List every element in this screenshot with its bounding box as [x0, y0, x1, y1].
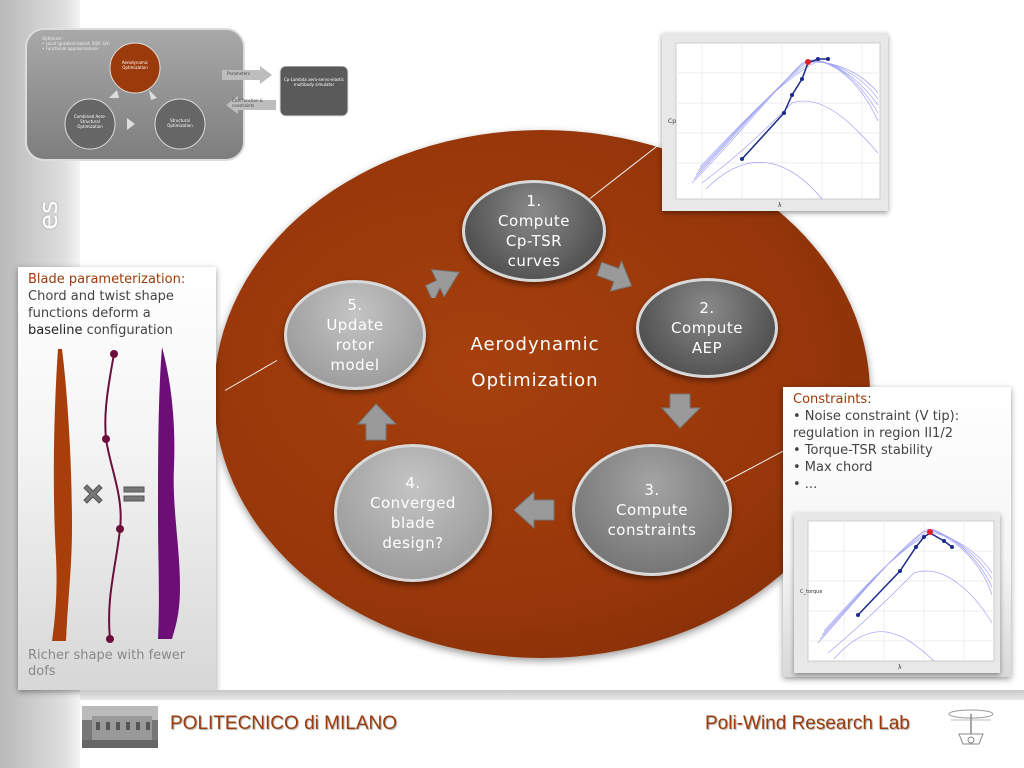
arrow-2-to-3-icon [660, 393, 702, 429]
constraint-item-2: regulation in region II1/2 [793, 426, 953, 441]
mini-node-struct: Structural Optimization [167, 118, 193, 128]
blade-param-line3: configuration [82, 323, 173, 338]
blade-param-colon: : [180, 272, 186, 287]
mini-diagram: Optimizer: • Local (gradient-based: SQP,… [25, 28, 247, 162]
side-title: es [34, 200, 64, 230]
cp-tsr-plot: Cp λ [662, 33, 888, 211]
mini-header-2: • Local (gradient-based: SQP, GA) [42, 41, 110, 46]
arrow-5-to-1-icon [425, 269, 461, 298]
blade-param-text: Blade parameterization: Chord and twist … [28, 271, 213, 339]
step-1-line1: Compute [498, 212, 570, 230]
constraints-text: Constraints: • Noise constraint (V tip):… [793, 391, 1008, 493]
constraints-colon: : [867, 392, 872, 407]
step-4-line1: Converged [370, 494, 456, 512]
poli-wind-logo [948, 709, 994, 745]
step-2-num: 2. [699, 299, 715, 317]
step-1-node[interactable]: 1. Compute Cp-TSR curves [462, 180, 606, 282]
blade-parameterization-panel: Blade parameterization: Chord and twist … [18, 267, 216, 690]
step-1-num: 1. [526, 192, 542, 210]
footer-bar [80, 690, 1024, 700]
constraint-item-3: • Torque-TSR stability [793, 443, 933, 458]
cp-plot-ylabel: Cp [668, 118, 676, 125]
mini-node-combined: Combined Aero-Structural Optimization [73, 114, 107, 129]
mini-side-arrows [222, 66, 349, 117]
constraint-item-1: • Noise constraint (V tip): [793, 409, 960, 424]
blade-param-baseline: baseline [28, 323, 83, 338]
torque-tsr-plot: C_torque λ [794, 513, 1000, 673]
step-5-num: 5. [347, 296, 363, 314]
baseline-blade-shape [52, 349, 72, 641]
step-3-line2: constraints [607, 521, 697, 539]
arrow-1-to-2-icon [596, 259, 633, 292]
step-5-node[interactable]: 5. Update rotor model [284, 280, 426, 390]
torque-tsr-plot-svg: C_torque λ [800, 520, 995, 671]
blade-param-line1: Chord and twist shape [28, 289, 174, 304]
constraint-item-5: • ... [793, 477, 818, 492]
equals-icon [123, 486, 145, 502]
step-4-node[interactable]: 4. Converged blade design? [334, 444, 492, 582]
step-4-line2: blade [390, 514, 436, 532]
multiply-icon [83, 484, 103, 504]
torque-plot-xlabel: λ [898, 664, 902, 671]
blade-param-footer: Richer shape with fewer dofs [28, 648, 186, 679]
blade-param-title: Blade parameterization [28, 272, 181, 287]
footer-lab: Poli-Wind Research Lab [705, 713, 910, 734]
blade-param-line2: functions deform a [28, 306, 151, 321]
center-label: Aerodynamic Optimization [430, 327, 640, 399]
step-4-line3: design? [382, 534, 444, 552]
constraints-title: Constraints [793, 392, 868, 407]
arrow-3-to-4-icon [513, 490, 555, 530]
politecnico-building-photo [82, 706, 158, 748]
mini-arrow-top: Parameters [227, 71, 250, 76]
constraint-item-4: • Max chord [793, 460, 873, 475]
step-2-line2: AEP [691, 339, 723, 357]
arrow-4-to-5-icon [356, 403, 398, 441]
step-5-line1: Update [326, 316, 384, 334]
torque-plot-ylabel: C_torque [800, 589, 822, 595]
shape-function-curve [104, 353, 122, 640]
step-4-num: 4. [405, 474, 421, 492]
step-1-line3: curves [507, 252, 561, 270]
step-3-node[interactable]: 3. Compute constraints [572, 444, 732, 576]
step-2-line1: Compute [671, 319, 743, 337]
blade-shapes-illustration [52, 347, 180, 643]
step-3-num: 3. [644, 481, 660, 499]
mini-header-1: Optimizer: [42, 36, 63, 41]
step-1-line2: Cp-TSR [505, 232, 563, 250]
center-label-line1: Aerodynamic [470, 334, 600, 355]
cp-plot-xlabel: λ [778, 202, 782, 209]
step-3-line1: Compute [616, 501, 688, 519]
step-5-line3: model [330, 356, 380, 374]
footer-politecnico: POLITECNICO di MILANO [170, 713, 397, 734]
mini-arrow-bottom: Cost function & constraints [232, 98, 263, 108]
center-label-line2: Optimization [471, 370, 599, 391]
mini-simulator: Cp-Lambda aero-servo-elastic multibody s… [283, 77, 345, 87]
mini-node-aero: Aerodynamic Optimization [121, 60, 149, 70]
result-blade-shape [158, 347, 180, 639]
step-5-line2: rotor [335, 336, 375, 354]
step-2-node[interactable]: 2. Compute AEP [636, 278, 778, 378]
cp-tsr-plot-svg: Cp λ [668, 42, 881, 209]
mini-header-3: • Functional approximations [42, 46, 99, 51]
